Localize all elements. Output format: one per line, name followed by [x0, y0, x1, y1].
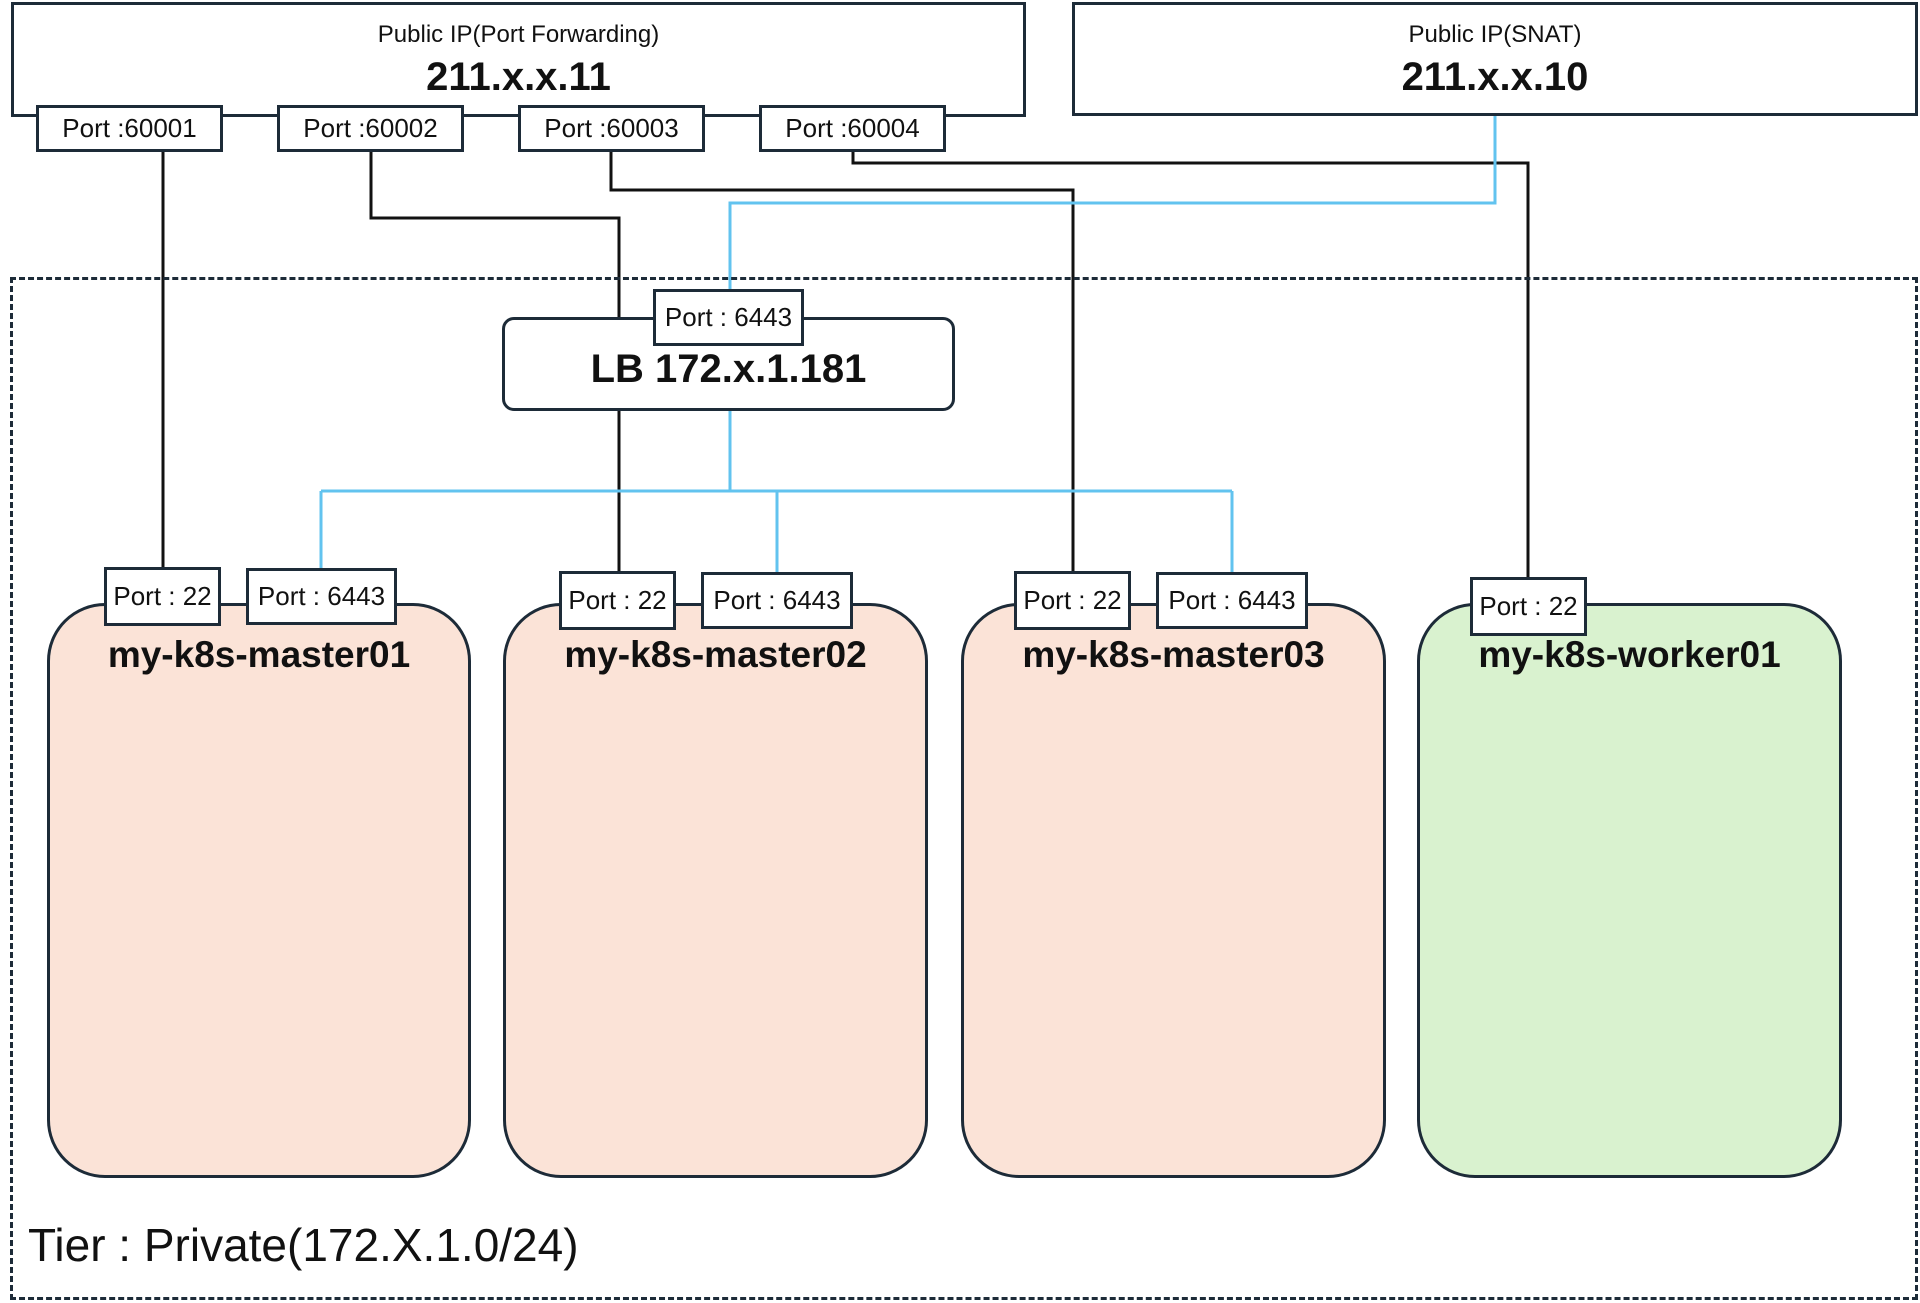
- master03-api-port: Port : 6443: [1156, 572, 1308, 629]
- public-ip-snat-address: 211.x.x.10: [1401, 55, 1589, 99]
- line-60004-to-worker01-ssh: [851, 150, 1530, 580]
- node-master01-name: my-k8s-master01: [107, 634, 411, 675]
- node-worker01: my-k8s-worker01: [1417, 603, 1842, 1178]
- port-60001-box: Port :60001: [36, 105, 223, 152]
- lb-port-6443: Port : 6443: [653, 289, 804, 346]
- node-master01: my-k8s-master01: [47, 603, 471, 1178]
- port-60003-box: Port :60003: [518, 105, 705, 152]
- port-60002-box: Port :60002: [277, 105, 464, 152]
- node-master03: my-k8s-master03: [961, 603, 1386, 1178]
- line-snat-to-lb: [728, 116, 1497, 290]
- node-worker01-name: my-k8s-worker01: [1478, 634, 1781, 675]
- worker01-ssh-port: Port : 22: [1470, 577, 1587, 636]
- node-master02-name: my-k8s-master02: [564, 634, 867, 675]
- tier-label: Tier : Private(172.X.1.0/24): [28, 1219, 579, 1271]
- master01-ssh-port: Port : 22: [104, 567, 221, 626]
- load-balancer-label: LB 172.x.1.181: [590, 346, 867, 391]
- master03-ssh-port: Port : 22: [1014, 571, 1131, 630]
- node-master03-name: my-k8s-master03: [1022, 634, 1325, 675]
- master01-api-port: Port : 6443: [246, 568, 397, 625]
- private-tier-boundary: [10, 277, 1918, 1300]
- public-ip-port-forwarding-box: Public IP(Port Forwarding) 211.x.x.11: [11, 2, 1026, 117]
- port-60004-box: Port :60004: [759, 105, 946, 152]
- public-ip-pf-address: 211.x.x.11: [426, 55, 611, 99]
- line-60003-to-master03-ssh: [609, 150, 1075, 576]
- public-ip-snat-title: Public IP(SNAT): [1408, 21, 1582, 48]
- master02-api-port: Port : 6443: [701, 572, 853, 629]
- master02-ssh-port: Port : 22: [559, 571, 676, 630]
- node-master02: my-k8s-master02: [503, 603, 928, 1178]
- public-ip-snat-box: Public IP(SNAT) 211.x.x.10: [1072, 2, 1918, 116]
- public-ip-pf-title: Public IP(Port Forwarding): [377, 21, 660, 48]
